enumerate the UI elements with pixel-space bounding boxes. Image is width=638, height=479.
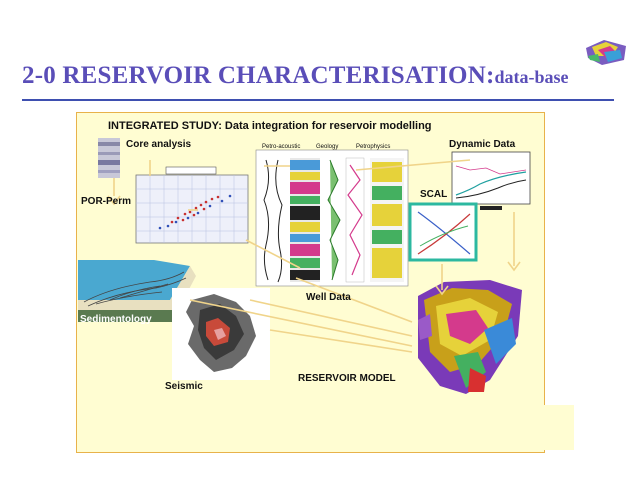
flow-arrows: [107, 159, 521, 353]
label-por-perm: POR-Perm: [81, 196, 132, 207]
label-scal: SCAL: [420, 189, 448, 200]
title-sub: data-base: [494, 67, 569, 87]
label-dynamic-data: Dynamic Data: [449, 139, 516, 150]
reservoir-model-3d: [418, 280, 522, 394]
panel-corner-extension: [544, 405, 574, 450]
label-petroacoustic: Petro-acoustic: [262, 144, 301, 150]
scal-plot: [408, 202, 478, 262]
seismic-map: [172, 288, 270, 380]
well-log-panel: [255, 149, 409, 287]
label-well-data: Well Data: [306, 292, 351, 303]
sedimentology-block: [78, 260, 196, 322]
panel-header: INTEGRATED STUDY: Data integration for r…: [108, 120, 432, 132]
title-underline: [22, 99, 614, 101]
corner-model-image: [586, 40, 626, 65]
core-sample-image: [98, 138, 120, 178]
label-sedimentology: Sedimentology: [80, 314, 152, 325]
label-core-analysis: Core analysis: [126, 139, 192, 150]
label-seismic: Seismic: [165, 381, 203, 392]
label-petrophysics: Petrophysics: [356, 144, 391, 150]
label-geology: Geology: [316, 144, 339, 150]
por-perm-crossplot: [135, 166, 249, 244]
title-main: 2-0 RESERVOIR CHARACTERISATION:: [22, 62, 495, 89]
label-reservoir-model: RESERVOIR MODEL: [298, 373, 396, 384]
slide-title: 2-0 RESERVOIR CHARACTERISATION:data-base: [22, 62, 569, 90]
